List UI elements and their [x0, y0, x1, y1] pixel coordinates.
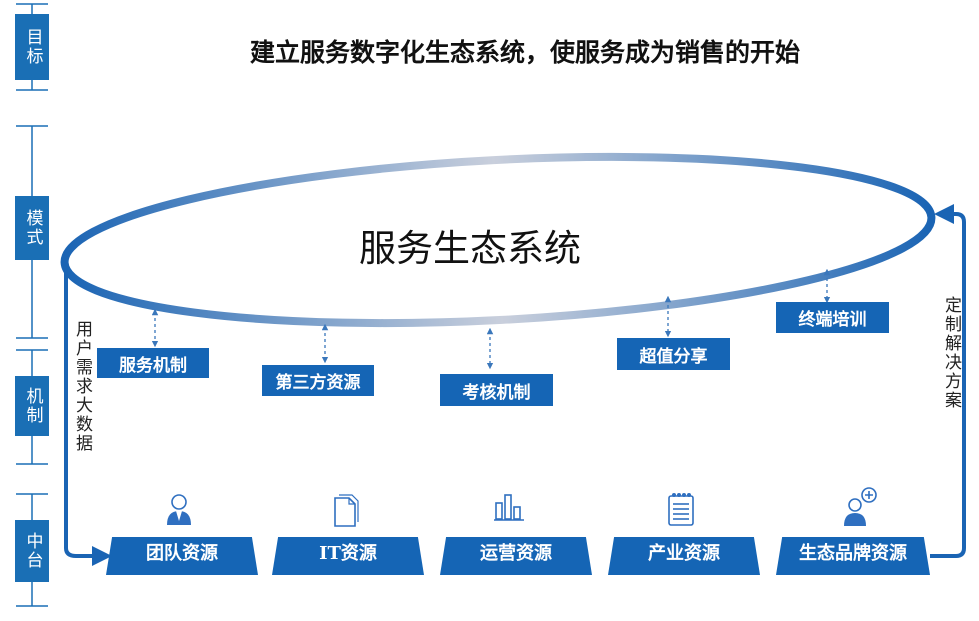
mechanism-box-training: 终端培训: [776, 302, 889, 333]
mechanism-box-share: 超值分享: [617, 338, 730, 370]
document-icon: [334, 494, 359, 527]
mechanism-box-assessment: 考核机制: [440, 374, 553, 406]
side-axis-lines: [16, 3, 48, 607]
right-flow-label: 定制解决方案: [941, 296, 961, 410]
platform-bar-operations: 运营资源: [440, 537, 592, 575]
ecosystem-title: 服务生态系统: [359, 227, 581, 270]
platform-bar-team: 团队资源: [106, 537, 258, 575]
bar-chart-icon: [494, 494, 524, 521]
side-label-platform: 中台: [15, 520, 49, 582]
left-flow-line: [64, 262, 112, 566]
side-label-mode: 模式: [15, 196, 49, 260]
add-user-icon: [844, 487, 877, 526]
goal-title: 建立服务数字化生态系统，使服务成为销售的开始: [249, 38, 800, 67]
side-label-mechanism: 机制: [15, 376, 49, 436]
mechanism-box-third-party: 第三方资源: [262, 365, 374, 396]
platform-bar-it: IT资源: [272, 537, 424, 575]
right-flow-line: [930, 204, 966, 558]
mechanism-box-service: 服务机制: [97, 348, 209, 378]
user-icon: [167, 494, 191, 525]
left-flow-label: 用户需求大数据: [72, 320, 92, 453]
notepad-icon: [668, 493, 694, 526]
platform-bar-ecosystem-brand: 生态品牌资源: [776, 537, 930, 575]
platform-bar-industry: 产业资源: [608, 537, 760, 575]
side-label-goal: 目标: [15, 14, 49, 80]
